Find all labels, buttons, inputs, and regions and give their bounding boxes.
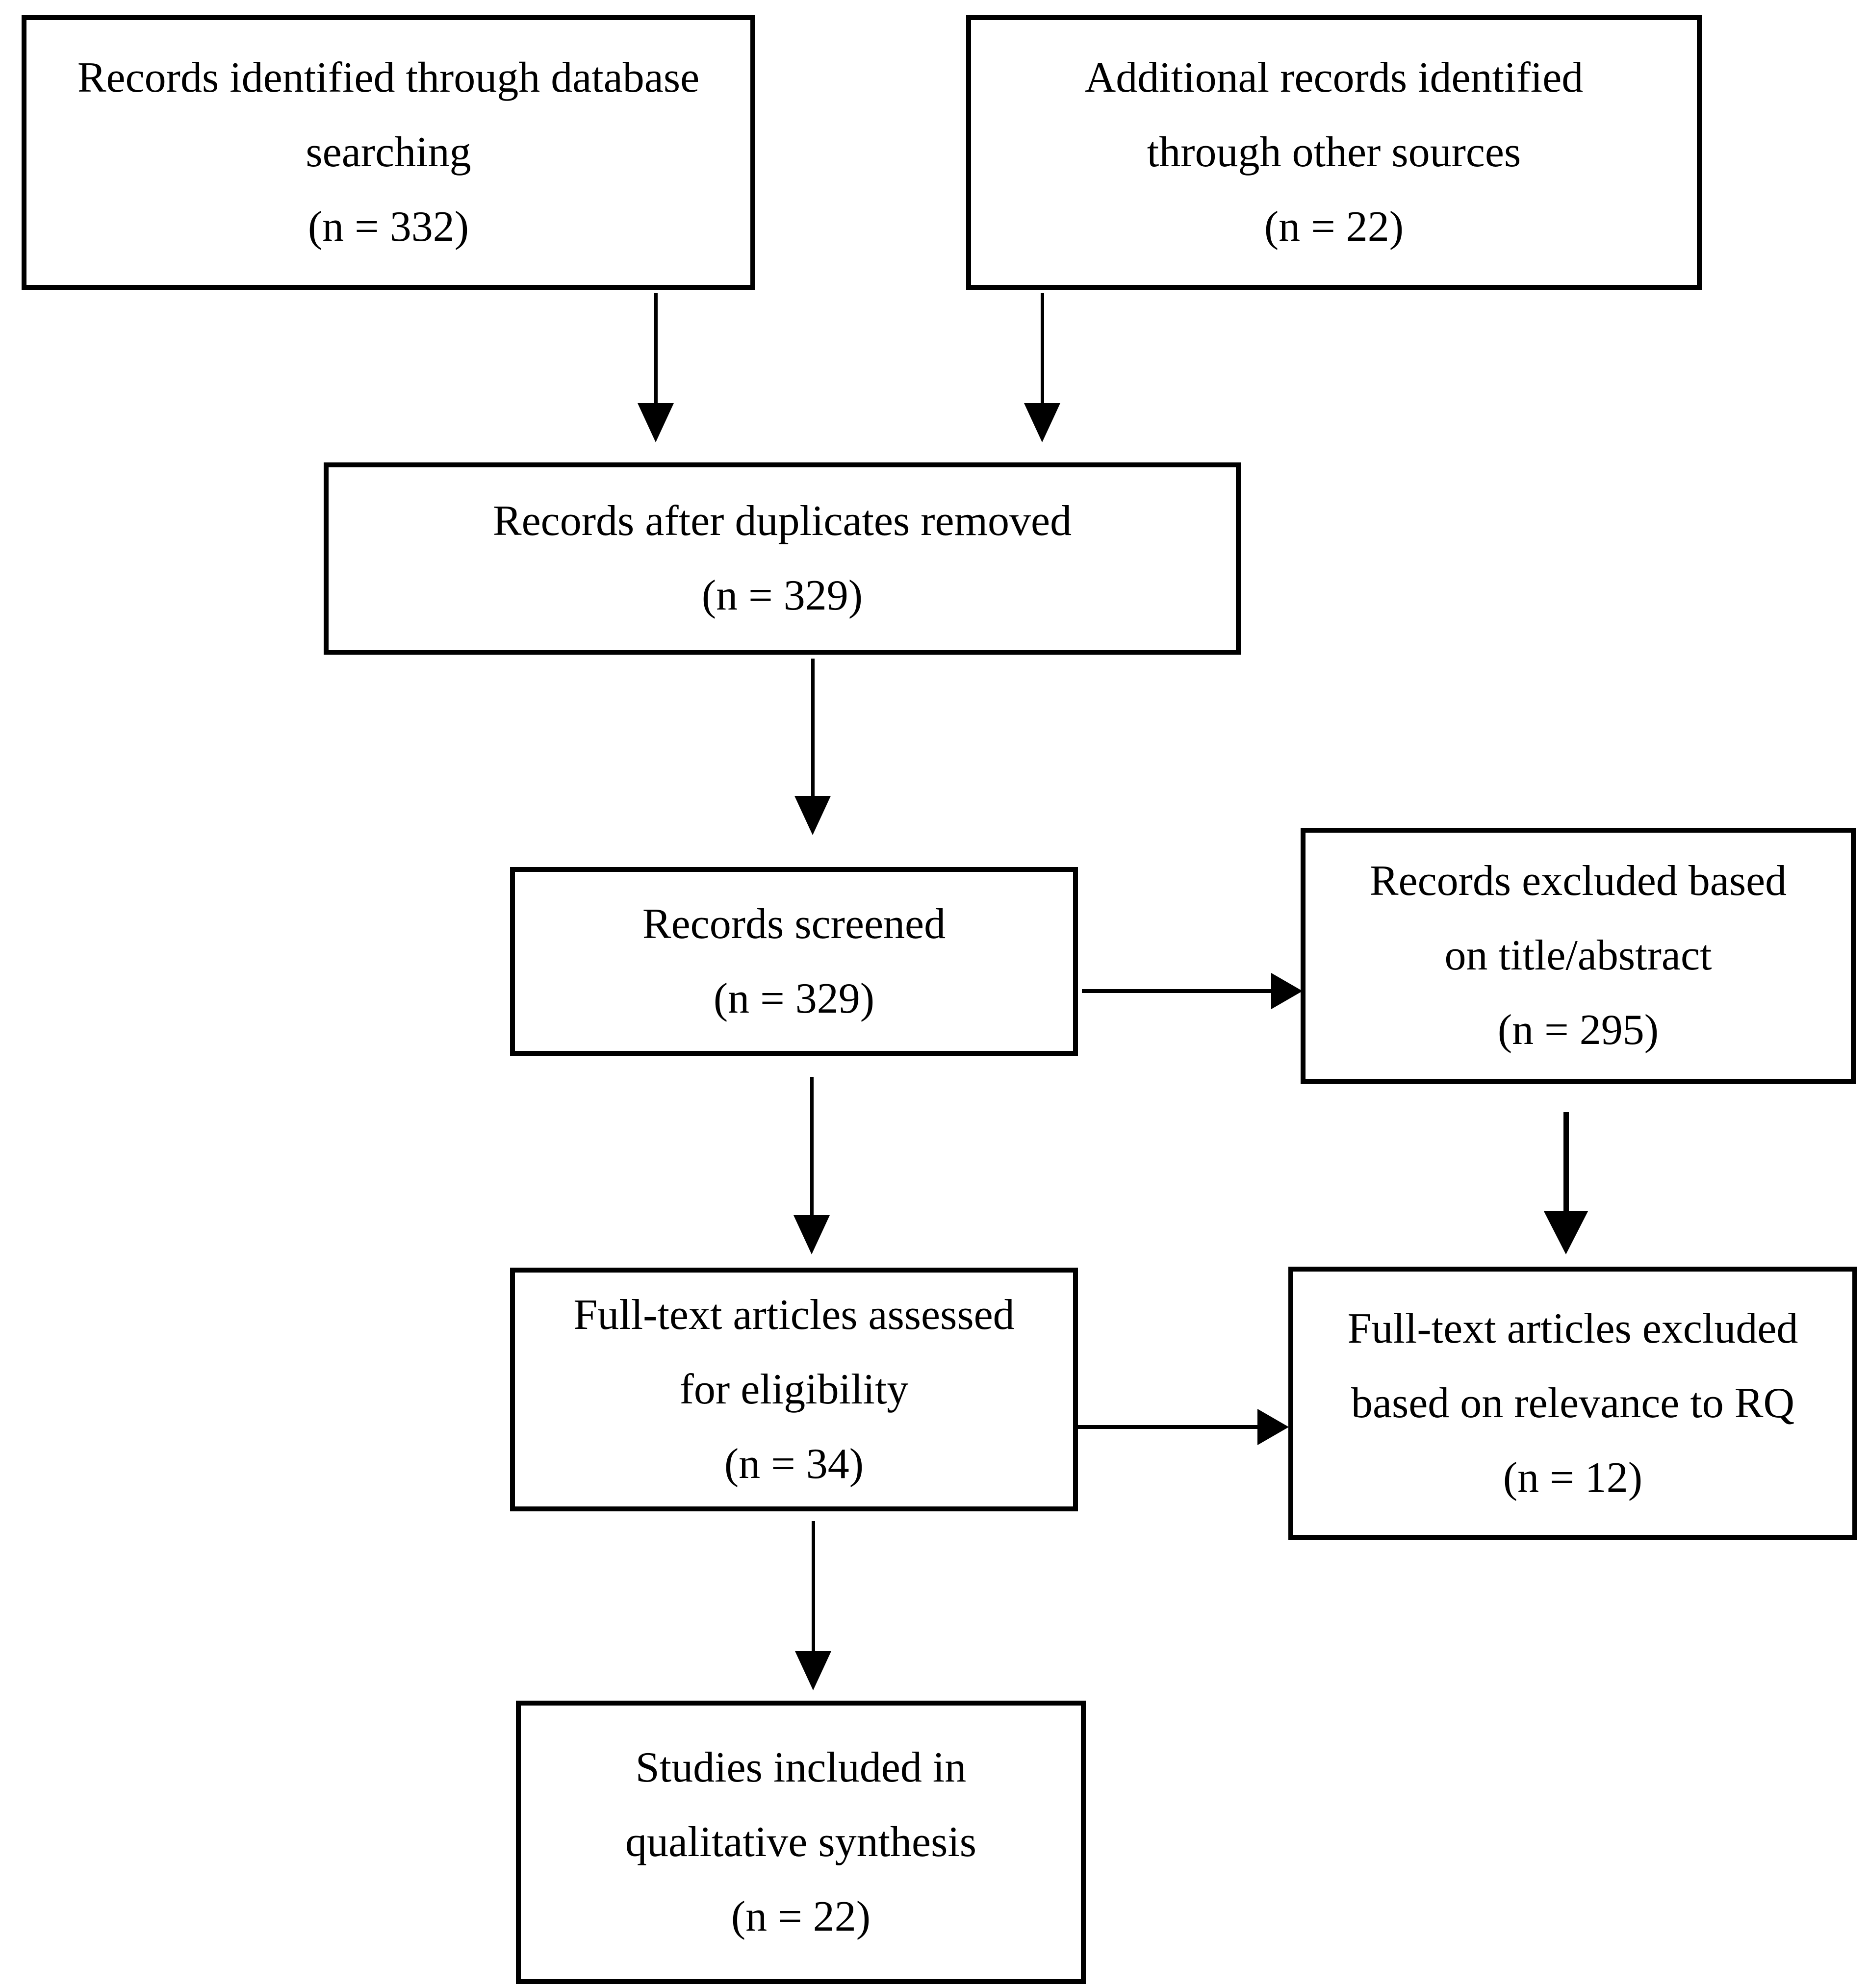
box-count-line: (n = 329) (713, 974, 875, 1022)
arrow-shaft (811, 1521, 815, 1651)
box-text-line: Full-text articles excluded (1347, 1304, 1798, 1352)
arrow-shaft (811, 659, 815, 796)
arrow-shaft (1076, 1425, 1257, 1429)
box-after-duplicates: Records after duplicates removed (n = 32… (324, 462, 1241, 655)
box-text-line: Records after duplicates removed (492, 497, 1072, 545)
box-count-line: (n = 34) (724, 1440, 864, 1488)
box-text-line: Full-text articles assessed (573, 1291, 1015, 1339)
box-text-line: Records excluded based (1369, 857, 1787, 905)
arrowhead-down-icon (795, 1651, 831, 1690)
box-count-line: (n = 295) (1497, 1006, 1659, 1054)
arrow-shaft (1082, 989, 1271, 993)
box-count-line: (n = 12) (1503, 1453, 1643, 1502)
box-text-line: Records identified through database (77, 54, 700, 102)
box-count-line: (n = 22) (731, 1893, 871, 1940)
box-text-line: qualitative synthesis (625, 1818, 977, 1866)
box-records-screened: Records screened (n = 329) (510, 867, 1078, 1056)
box-text-line: based on relevance to RQ (1351, 1379, 1795, 1427)
arrow-screened-to-excluded (1082, 971, 1303, 1011)
box-text-line: Additional records identified (1084, 54, 1584, 102)
box-text-line: Studies included in (635, 1744, 967, 1791)
box-records-identified: Records identified through database sear… (22, 15, 755, 290)
arrow-shaft (1563, 1112, 1569, 1211)
box-text-line: for eligibility (679, 1365, 909, 1413)
box-count-line: (n = 332) (307, 203, 469, 251)
arrow-additional-to-dedup (1023, 293, 1062, 442)
arrowhead-right-icon (1257, 1409, 1289, 1445)
box-text-line: Records screened (642, 900, 946, 948)
box-fulltext-assessed: Full-text articles assessed for eligibil… (510, 1268, 1078, 1511)
box-additional-records: Additional records identified through ot… (966, 15, 1702, 290)
box-fulltext-excluded: Full-text articles excluded based on rel… (1288, 1267, 1857, 1540)
box-text-line: on title/abstract (1444, 932, 1712, 979)
box-count-line: (n = 22) (1264, 203, 1404, 251)
arrow-fulltext-to-fulltext-excluded (1076, 1407, 1289, 1447)
box-text-line: searching (306, 128, 471, 176)
arrow-shaft (810, 1077, 814, 1215)
arrowhead-down-icon (1544, 1211, 1588, 1254)
arrow-fulltext-to-included (794, 1521, 833, 1690)
arrow-dedup-to-screened (793, 659, 832, 835)
arrow-shaft (1040, 293, 1044, 403)
arrowhead-down-icon (794, 796, 831, 835)
arrow-screened-to-fulltext (792, 1077, 831, 1254)
box-text-line: through other sources (1147, 128, 1521, 176)
arrow-shaft (654, 293, 658, 403)
arrowhead-down-icon (794, 1215, 830, 1254)
arrowhead-down-icon (638, 403, 674, 442)
arrow-identified-to-dedup (636, 293, 675, 442)
box-count-line: (n = 329) (701, 572, 863, 619)
arrowhead-right-icon (1271, 973, 1303, 1009)
arrow-excluded-to-fulltext-excluded (1542, 1112, 1589, 1254)
box-studies-included: Studies included in qualitative synthesi… (516, 1701, 1086, 1984)
arrowhead-down-icon (1024, 403, 1060, 442)
box-records-excluded: Records excluded based on title/abstract… (1301, 828, 1856, 1084)
